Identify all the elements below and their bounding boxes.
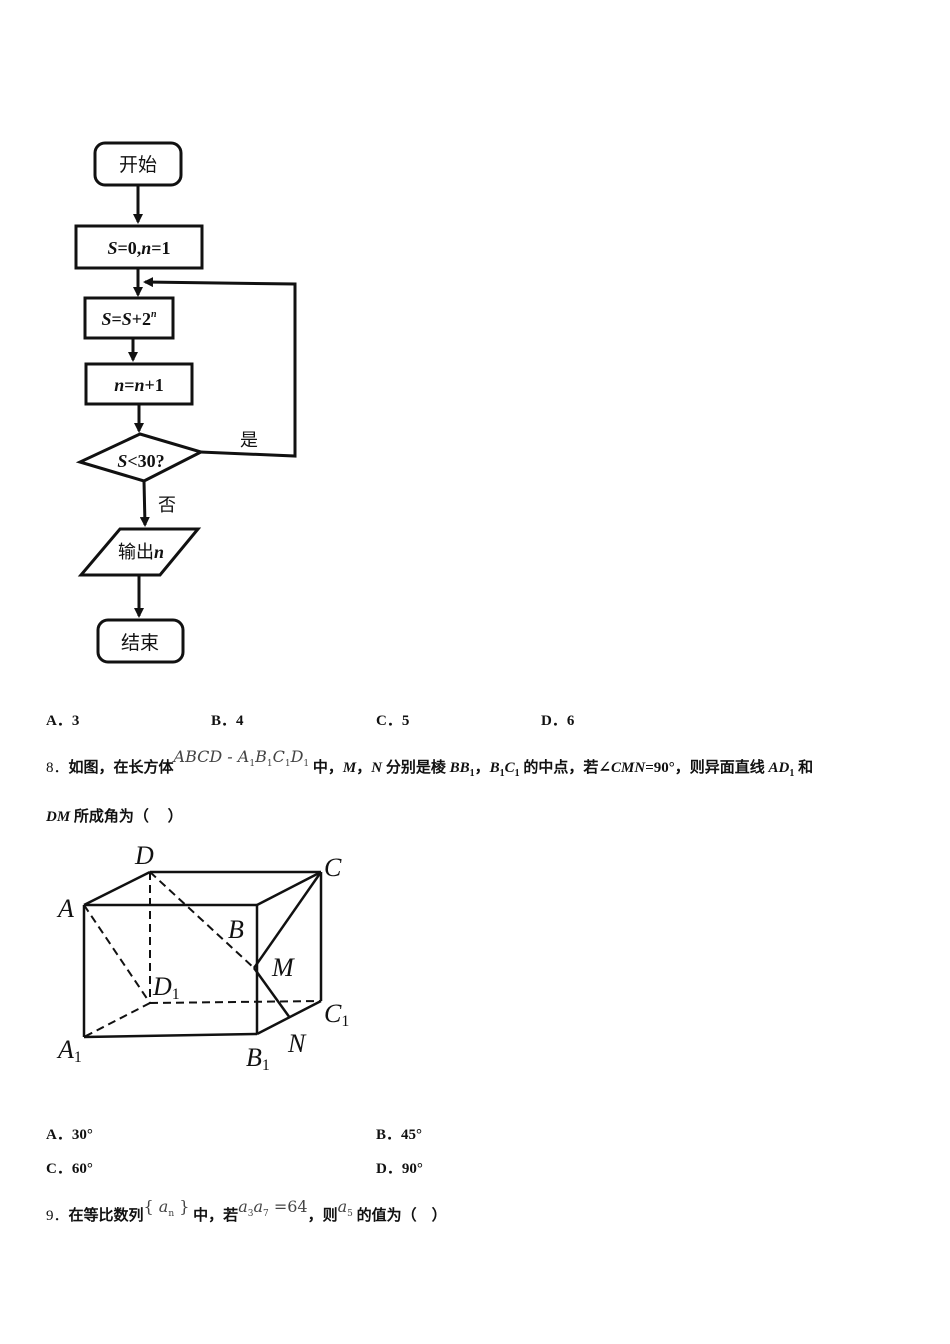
end-terminal bbox=[96, 618, 185, 664]
q8-option-a[interactable]: A．30° bbox=[46, 1127, 93, 1143]
start-label: 开始 bbox=[119, 154, 157, 176]
q9-condition-formula: a3a7 =64 bbox=[238, 1197, 308, 1220]
vertex-label-n: N bbox=[287, 1029, 307, 1058]
yes-label: 是 bbox=[240, 430, 258, 450]
vertex-label-b: B bbox=[228, 915, 244, 944]
q8-stem-line1: 8．如图，在长方体ABCD - A1B1C1D1 中，M，N 分别是棱 BB1，… bbox=[46, 747, 814, 779]
vertex-label-m: M bbox=[271, 953, 295, 982]
q8-text-part1: 如图，在长方体 bbox=[68, 760, 174, 776]
vertex-label-a: A bbox=[56, 894, 74, 923]
vertex-label-d: D bbox=[134, 841, 154, 870]
q9-number: 9． bbox=[46, 1208, 69, 1224]
flowchart: 开始 S=0,n=1 S=S+2n n=n+1 S<30? 是 否 输出n 结束 bbox=[74, 141, 297, 664]
q9-target-formula: a5 bbox=[337, 1197, 353, 1220]
output-label: 输出n bbox=[118, 542, 164, 563]
condition-label: S<30? bbox=[117, 451, 164, 471]
q7-option-a[interactable]: A．3 bbox=[46, 713, 80, 729]
q8-option-c[interactable]: C．60° bbox=[46, 1161, 93, 1177]
end-label: 结束 bbox=[121, 632, 159, 654]
q7-option-d[interactable]: D．6 bbox=[541, 713, 575, 729]
vertex-label-a1: A1 bbox=[56, 1035, 82, 1066]
q8-solid-formula: ABCD - A1B1C1D1 bbox=[173, 747, 310, 770]
q8-option-d[interactable]: D．90° bbox=[376, 1161, 423, 1177]
segment-ad1 bbox=[83, 904, 151, 1004]
q7-option-b[interactable]: B．4 bbox=[211, 713, 244, 729]
q8-number: 8． bbox=[46, 760, 69, 776]
sum-update-box bbox=[83, 296, 175, 340]
segment-dm bbox=[149, 871, 255, 969]
q9-stem: 9．在等比数列{ an } 中，若a3a7 =64，则a5 的值为（ ） bbox=[46, 1197, 447, 1224]
q7-option-c[interactable]: C．5 bbox=[376, 713, 410, 729]
segment-cm bbox=[252, 871, 323, 969]
no-label: 否 bbox=[158, 495, 176, 515]
counter-update-label: n=n+1 bbox=[114, 375, 164, 395]
cuboid-figure: D C A B M D1 C1 N A1 B1 bbox=[56, 841, 349, 1074]
sum-update-label: S=S+2n bbox=[101, 309, 157, 329]
q8-stem-line2: DM 所成角为（ ） bbox=[46, 809, 183, 825]
init-label: S=0,n=1 bbox=[107, 238, 170, 258]
vertex-label-c1: C1 bbox=[324, 999, 349, 1030]
vertex-label-b1: B1 bbox=[246, 1043, 270, 1074]
q9-sequence-formula: { an } bbox=[143, 1197, 190, 1220]
segment-mn bbox=[252, 967, 292, 1019]
q8-option-b[interactable]: B．45° bbox=[376, 1127, 423, 1143]
vertex-label-c: C bbox=[324, 853, 342, 882]
vertex-label-d1: D1 bbox=[152, 972, 180, 1003]
output-parallelogram bbox=[77, 527, 202, 577]
